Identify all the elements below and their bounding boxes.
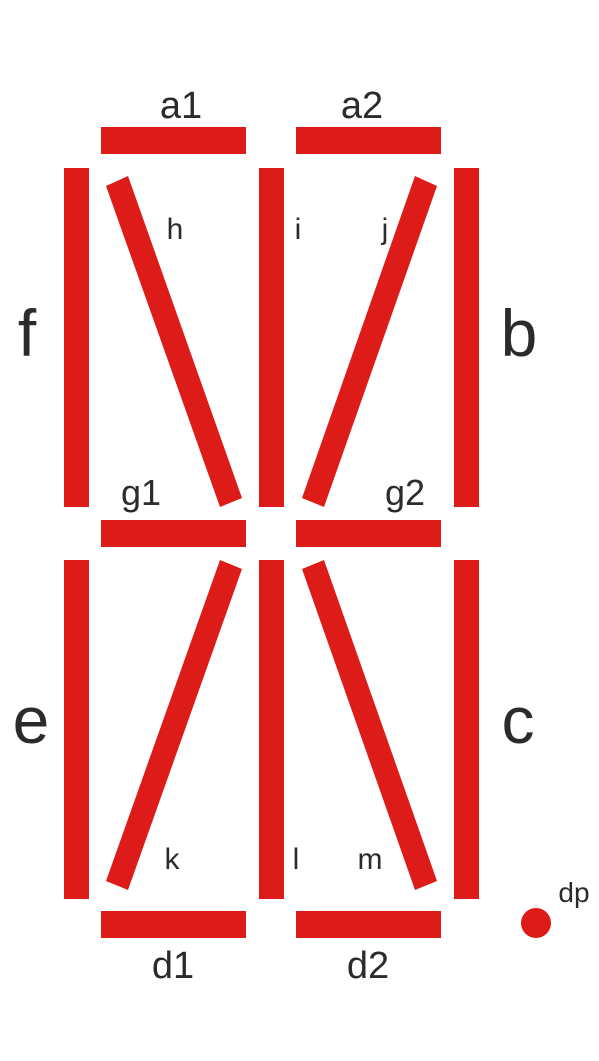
- label-b: b: [501, 296, 538, 370]
- segment-j: [302, 176, 437, 507]
- segment-g1: [101, 520, 246, 547]
- segment-m: [302, 560, 437, 890]
- label-k: k: [165, 843, 181, 876]
- label-e: e: [13, 683, 50, 757]
- segment-h: [106, 176, 242, 507]
- segment-k: [106, 560, 242, 890]
- label-c: c: [502, 683, 535, 757]
- label-a1: a1: [160, 85, 202, 127]
- segment-b: [454, 168, 479, 507]
- segment-e: [64, 560, 89, 899]
- segment-c: [454, 560, 479, 899]
- label-i: i: [295, 213, 302, 246]
- label-h: h: [167, 213, 184, 246]
- label-d1: d1: [152, 945, 194, 987]
- label-group: a1 a2 h i j f b g1 g2 e c k l m dp d1 d2: [13, 85, 590, 987]
- segment-f: [64, 168, 89, 507]
- segment-a2: [296, 127, 441, 154]
- label-g1: g1: [121, 472, 161, 513]
- label-dp: dp: [558, 877, 589, 908]
- label-d2: d2: [347, 945, 389, 987]
- label-j: j: [381, 213, 389, 246]
- segment-a1: [101, 127, 246, 154]
- segment-g2: [296, 520, 441, 547]
- segment-d1: [101, 911, 246, 938]
- label-l: l: [293, 843, 300, 876]
- segment-l: [259, 560, 284, 899]
- label-a2: a2: [341, 85, 383, 127]
- segment-dp: [521, 908, 551, 938]
- segment-i: [259, 168, 284, 507]
- segment-group: [64, 127, 551, 938]
- label-m: m: [358, 843, 383, 876]
- segment-d2: [296, 911, 441, 938]
- label-g2: g2: [385, 472, 425, 513]
- label-f: f: [18, 296, 37, 370]
